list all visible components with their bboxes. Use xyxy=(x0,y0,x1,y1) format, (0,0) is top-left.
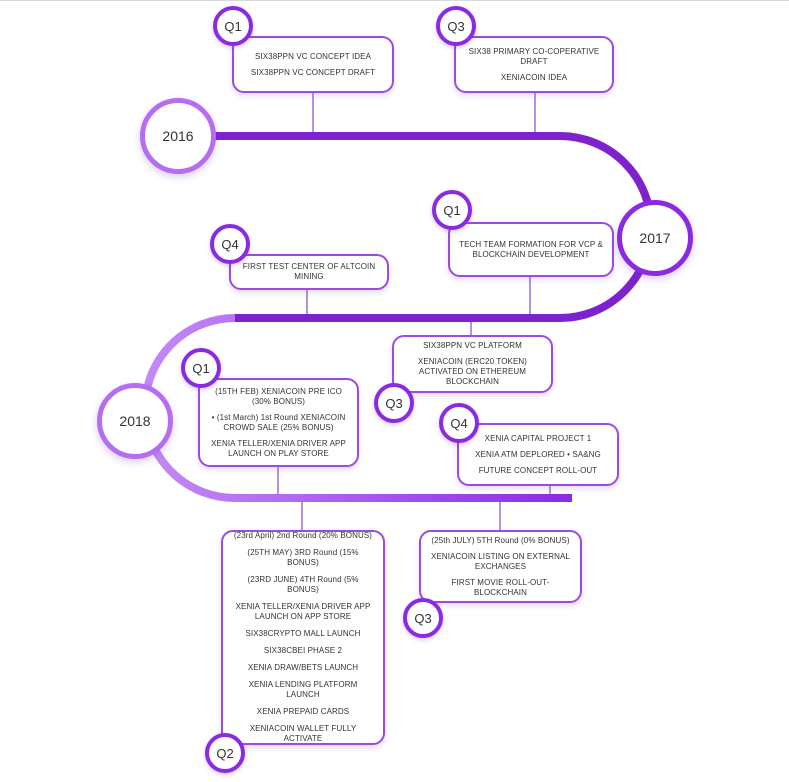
milestone-item: XENIA TELLER/XENIA DRIVER APP LAUNCH ON … xyxy=(235,602,371,621)
milestone-2018-q3: (25th JULY) 5TH Round (0% BONUS) XENIACO… xyxy=(419,530,582,603)
milestone-item: XENIACOIN (ERC20 TOKEN) ACTIVATED ON ETH… xyxy=(417,357,528,386)
milestone-item: XENIACOIN WALLET FULLY ACTIVATE xyxy=(249,724,357,743)
year-2016: 2016 xyxy=(140,98,216,174)
milestone-item: (23rd April) 2nd Round (20% BONUS) xyxy=(233,531,373,540)
quarter-label: Q4 xyxy=(221,236,239,252)
milestone-item: XENIACOIN IDEA xyxy=(500,72,568,82)
milestone-item: XENIA CAPITAL PROJECT 1 xyxy=(484,433,592,443)
milestone-item: TECH TEAM FORMATION FOR VCP & BLOCKCHAIN… xyxy=(459,239,603,259)
quarter-label: Q1 xyxy=(192,360,210,376)
quarter-label: Q4 xyxy=(450,415,468,431)
milestone-item: XENIA TELLER/XENIA DRIVER APP LAUNCH ON … xyxy=(211,438,346,458)
milestone-2016-q3: SIX38 PRIMARY CO-COPERATIVE DRAFT XENIAC… xyxy=(454,36,614,93)
quarter-badge-2016-q3: Q3 xyxy=(436,6,476,46)
year-label: 2018 xyxy=(119,413,151,429)
milestone-2018-q1: (15TH FEB) XENIACOIN PRE ICO (30% BONUS)… xyxy=(198,378,359,467)
milestone-item: XENIACOIN LISTING ON EXTERNAL EXCHANGES xyxy=(431,551,570,571)
milestone-item: XENIA LENDING PLATFORM LAUNCH xyxy=(248,680,358,699)
milestone-2017-q1: TECH TEAM FORMATION FOR VCP & BLOCKCHAIN… xyxy=(448,222,614,277)
quarter-badge-2018-q4: Q4 xyxy=(439,403,479,443)
year-2017: 2017 xyxy=(617,200,693,276)
milestone-2018-q2: (23rd April) 2nd Round (20% BONUS) (25TH… xyxy=(221,530,385,745)
year-2018: 2018 xyxy=(97,383,173,459)
milestone-item: SIX38CBEI PHASE 2 xyxy=(263,646,343,655)
milestone-item: SIX38PPN VC CONCEPT IDEA xyxy=(254,51,372,61)
quarter-badge-2018-q2: Q2 xyxy=(205,733,245,773)
milestone-item: FIRST MOVIE ROLL-OUT- BLOCKCHAIN xyxy=(451,577,550,597)
milestone-2016-q1: SIX38PPN VC CONCEPT IDEA SIX38PPN VC CON… xyxy=(232,36,394,93)
top-border xyxy=(0,0,789,1)
quarter-label: Q1 xyxy=(443,202,461,218)
quarter-badge-2016-q1: Q1 xyxy=(213,6,253,46)
milestone-item: SIX38CRYPTO MALL LAUNCH xyxy=(245,629,361,638)
milestone-item: FIRST TEST CENTER OF ALTCOIN MINING xyxy=(242,262,376,281)
year-label: 2016 xyxy=(162,128,194,144)
quarter-label: Q3 xyxy=(385,395,403,411)
milestone-item: (25TH MAY) 3RD Round (15% BONUS) xyxy=(247,548,359,567)
milestone-item: SIX38PPN VC PLATFORM xyxy=(423,341,522,350)
milestone-item: XENIA ATM DEPLORED • SA&NG xyxy=(475,449,601,459)
milestone-item: (15TH FEB) XENIACOIN PRE ICO (30% BONUS) xyxy=(215,386,342,406)
milestone-item: XENIA PREPAID CARDS xyxy=(256,707,350,716)
milestone-2017-q3: SIX38PPN VC PLATFORM XENIACOIN (ERC20 TO… xyxy=(392,335,553,393)
milestone-item: (25th JULY) 5TH Round (0% BONUS) xyxy=(431,535,570,545)
milestone-item: FUTURE CONCEPT ROLL-OUT xyxy=(478,465,598,475)
quarter-label: Q3 xyxy=(447,18,465,34)
quarter-label: Q1 xyxy=(224,18,242,34)
milestone-item: SIX38 PRIMARY CO-COPERATIVE DRAFT xyxy=(468,46,600,66)
year-label: 2017 xyxy=(639,230,671,246)
quarter-badge-2018-q3: Q3 xyxy=(403,598,443,638)
milestone-item: • (1st March) 1st Round XENIACOIN CROWD … xyxy=(211,412,346,432)
milestone-item: XENIA DRAW/BETS LAUNCH xyxy=(247,663,359,672)
quarter-label: Q3 xyxy=(414,610,432,626)
milestone-2017-q4: FIRST TEST CENTER OF ALTCOIN MINING xyxy=(229,254,389,290)
quarter-label: Q2 xyxy=(216,745,234,761)
quarter-badge-2018-q1: Q1 xyxy=(181,348,221,388)
milestone-item: (23RD JUNE) 4TH Round (5% BONUS) xyxy=(247,575,359,594)
quarter-badge-2017-q3: Q3 xyxy=(374,383,414,423)
quarter-badge-2017-q1: Q1 xyxy=(432,190,472,230)
milestone-item: SIX38PPN VC CONCEPT DRAFT xyxy=(250,67,376,77)
quarter-badge-2017-q4: Q4 xyxy=(210,224,250,264)
milestone-2018-q4: XENIA CAPITAL PROJECT 1 XENIA ATM DEPLOR… xyxy=(457,423,619,486)
